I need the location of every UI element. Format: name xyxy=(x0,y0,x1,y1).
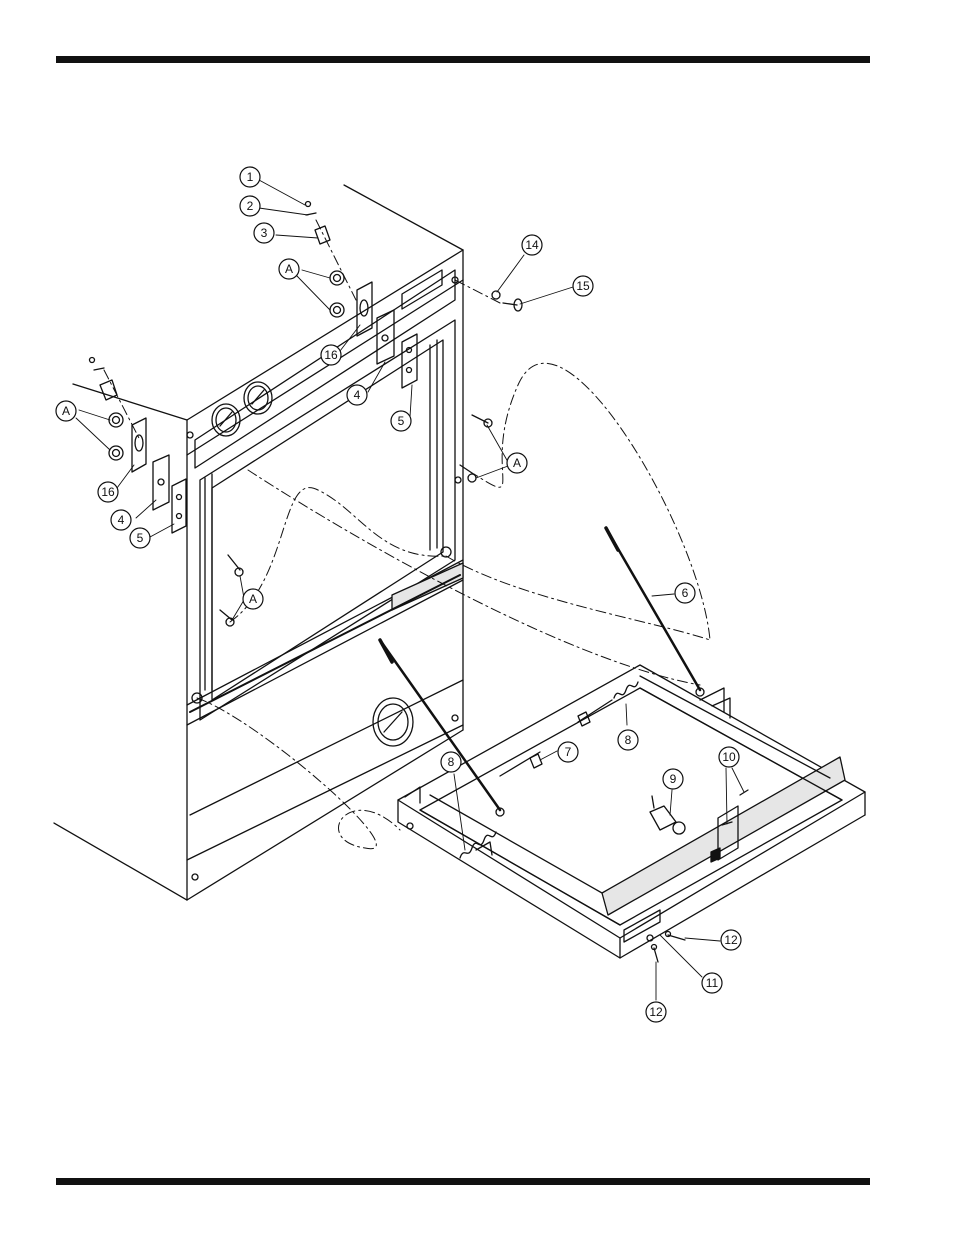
callout-label: A xyxy=(249,592,257,606)
callout-15: 15 xyxy=(573,276,593,296)
callout-11: 11 xyxy=(702,973,722,993)
callout-label: 4 xyxy=(354,388,361,402)
callout-10: 10 xyxy=(719,747,739,767)
callout-A: A xyxy=(56,401,76,421)
callout-5: 5 xyxy=(130,528,150,548)
callout-label: 5 xyxy=(137,531,144,545)
callout-3: 3 xyxy=(254,223,274,243)
callout-4: 4 xyxy=(347,385,367,405)
callout-A: A xyxy=(507,453,527,473)
callout-label: 12 xyxy=(724,933,738,947)
callout-label: 1 xyxy=(247,170,254,184)
callout-label: 7 xyxy=(565,745,572,759)
callout-label: 6 xyxy=(682,586,689,600)
cabinet-body xyxy=(54,185,463,900)
callout-label: 14 xyxy=(525,238,539,252)
callout-label: A xyxy=(513,456,521,470)
callout-label: A xyxy=(62,404,70,418)
callout-16: 16 xyxy=(321,345,341,365)
callout-label: A xyxy=(285,262,293,276)
callout-6: 6 xyxy=(675,583,695,603)
callout-A: A xyxy=(243,589,263,609)
callout-label: 5 xyxy=(398,414,405,428)
support-rod-left xyxy=(380,640,504,816)
callout-12: 12 xyxy=(721,930,741,950)
callout-label: 16 xyxy=(101,485,115,499)
callout-label: 8 xyxy=(448,755,455,769)
callout-7: 7 xyxy=(558,742,578,762)
callout-A: A xyxy=(279,259,299,279)
dash-guides xyxy=(104,220,710,849)
callout-label: 16 xyxy=(324,348,338,362)
hinge-assembly-right xyxy=(306,202,523,483)
callout-2: 2 xyxy=(240,196,260,216)
callout-16: 16 xyxy=(98,482,118,502)
callout-8: 8 xyxy=(618,730,638,750)
callout-label: 12 xyxy=(649,1005,663,1019)
callout-label: 2 xyxy=(247,199,254,213)
support-rod-right xyxy=(606,528,704,696)
gauge-top-right xyxy=(244,382,272,414)
callout-1: 1 xyxy=(240,167,260,187)
callout-label: 8 xyxy=(625,733,632,747)
callout-label: 3 xyxy=(261,226,268,240)
callout-14: 14 xyxy=(522,235,542,255)
callout-label: 10 xyxy=(722,750,736,764)
callout-label: 9 xyxy=(670,772,677,786)
callout-9: 9 xyxy=(663,769,683,789)
callout-12: 12 xyxy=(646,1002,666,1022)
callout-label: 15 xyxy=(576,279,590,293)
callout-5: 5 xyxy=(391,411,411,431)
callout-label: 11 xyxy=(706,976,719,990)
callout-8: 8 xyxy=(441,752,461,772)
callout-4: 4 xyxy=(111,510,131,530)
callout-label: 4 xyxy=(118,513,125,527)
open-door xyxy=(398,665,865,962)
